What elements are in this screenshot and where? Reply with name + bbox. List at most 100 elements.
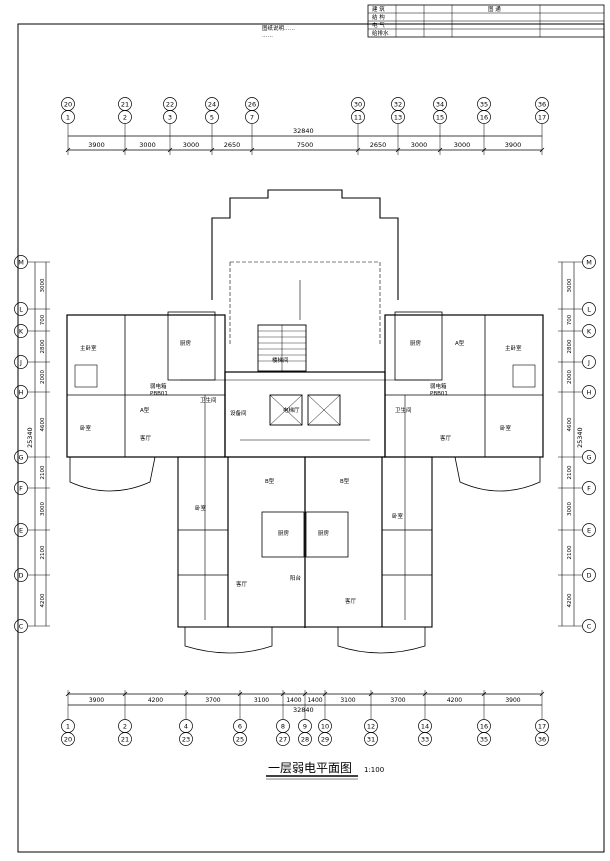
bottom-dim-seg-0: 3900 xyxy=(89,697,104,704)
top-axis-6-lower-label: 13 xyxy=(394,113,402,121)
bottom-axis-10-lower-label: 36 xyxy=(538,735,546,743)
bottom-dim-seg-6: 3100 xyxy=(340,697,355,704)
top-axis-7-upper-label: 34 xyxy=(436,100,444,108)
room-bedroom-b-right: 卧室 xyxy=(392,512,404,520)
top-axis-4-upper: 26 xyxy=(245,97,259,111)
bottom-overall-dim: 32840 xyxy=(293,706,314,714)
wing-left-lower xyxy=(177,456,229,628)
bottom-dim-seg-2: 3700 xyxy=(205,697,220,704)
room-bedroom-b-left: 卧室 xyxy=(195,504,207,512)
top-dim-seg-0: 3900 xyxy=(88,141,105,149)
top-axis-3-upper: 24 xyxy=(205,97,219,111)
bottom-axis-5-upper: 9 xyxy=(298,719,312,733)
lift-shaft-2 xyxy=(307,394,341,426)
bottom-axis-6-lower: 29 xyxy=(318,732,332,746)
room-kitchen-b-right: 厨房 xyxy=(318,529,330,537)
panel-left-id: PBB01 xyxy=(150,391,168,397)
left-axis-M: M xyxy=(14,255,28,269)
room-lift-hall: 电梯厅 xyxy=(283,406,300,414)
right-dim-seg-4: 4600 xyxy=(567,417,573,431)
top-axis-3-lower: 5 xyxy=(205,110,219,124)
bottom-dim-seg-8: 4200 xyxy=(447,697,462,704)
top-axis-4-upper-label: 26 xyxy=(248,100,256,108)
bottom-axis-5-lower-label: 28 xyxy=(301,735,309,743)
drawing-title-block: 一层弱电平面图 1:100 xyxy=(266,761,384,780)
drawing-scale: 1:100 xyxy=(364,766,384,774)
top-axis-8-lower-label: 16 xyxy=(480,113,488,121)
right-dim-seg-6: 3000 xyxy=(567,502,573,516)
top-axis-1-upper-label: 21 xyxy=(121,100,129,108)
title-block: 建 筑 结 构 电 气 给排水 图 通 图纸说明…… …… xyxy=(262,4,605,39)
left-axis-H-label: H xyxy=(19,388,24,396)
box-right-label: 弱电箱 xyxy=(430,382,447,390)
top-axis-0-upper-label: 20 xyxy=(64,100,72,108)
top-dim-seg-5: 2650 xyxy=(370,141,387,149)
right-axis-J: J xyxy=(582,355,596,369)
top-axis-8-upper: 35 xyxy=(477,97,491,111)
title-row-1-col4: 图 通 xyxy=(488,5,501,13)
bottom-axis-2-lower-label: 23 xyxy=(182,735,190,743)
left-axis-K: K xyxy=(14,324,28,338)
left-axis-D-label: D xyxy=(18,571,23,579)
bottom-axis-6-lower-label: 29 xyxy=(321,735,329,743)
top-axis-9-upper-label: 36 xyxy=(538,100,546,108)
left-axis-F-label: F xyxy=(19,484,23,492)
bottom-dim-seg-1: 4200 xyxy=(148,697,163,704)
bottom-axis-0-upper: 1 xyxy=(61,719,75,733)
left-dim-seg-0: 3000 xyxy=(40,278,46,292)
bottom-axis-3-upper: 6 xyxy=(233,719,247,733)
right-dim-seg-5: 2100 xyxy=(567,465,573,479)
bottom-dim-seg-4: 1400 xyxy=(286,697,301,704)
top-axis-3-upper-label: 24 xyxy=(208,100,216,108)
room-bedroom-right: 卧室 xyxy=(500,424,512,432)
top-axis-2-upper-label: 22 xyxy=(166,100,174,108)
right-dimensions: 25340 3000700280020004600210030002100420… xyxy=(561,262,584,626)
right-dim-seg-3: 2000 xyxy=(567,370,573,384)
bottom-axis-2-upper: 4 xyxy=(179,719,193,733)
room-kitchen-right: 厨房 xyxy=(410,339,422,347)
top-axis-0-lower: 1 xyxy=(61,110,75,124)
right-dim-seg-7: 2100 xyxy=(567,545,573,559)
right-dim-seg-1: 700 xyxy=(567,314,573,325)
right-axis-C-label: C xyxy=(587,622,592,630)
top-dim-seg-6: 3000 xyxy=(411,141,428,149)
room-kitchen-left: 厨房 xyxy=(180,339,192,347)
room-living-right: 客厅 xyxy=(440,434,452,442)
bottom-axis-2-upper-label: 4 xyxy=(184,722,188,730)
bottom-axis-6-upper-label: 10 xyxy=(321,722,329,730)
top-axis-4-lower-label: 7 xyxy=(250,113,254,121)
top-axis-7-lower-label: 15 xyxy=(436,113,444,121)
bottom-axis-9-upper-label: 16 xyxy=(480,722,488,730)
room-toilet-left: 卫生间 xyxy=(200,396,217,404)
drawing-frame xyxy=(17,23,605,853)
right-dim-seg-8: 4200 xyxy=(567,593,573,607)
top-axis-2-lower: 3 xyxy=(163,110,177,124)
top-dim-seg-2: 3000 xyxy=(183,141,200,149)
left-axis-C-label: C xyxy=(19,622,24,630)
top-axis-6-upper-label: 32 xyxy=(394,100,402,108)
bottom-axis-9-lower: 35 xyxy=(477,732,491,746)
right-overall-dim: 25340 xyxy=(576,427,584,448)
room-stair: 楼梯间 xyxy=(272,356,289,364)
top-axis-5-lower-label: 11 xyxy=(354,113,362,121)
bottom-axis-0-upper-label: 1 xyxy=(66,722,70,730)
title-row-2-label: 结 构 xyxy=(372,13,385,21)
top-dim-seg-1: 3000 xyxy=(139,141,156,149)
bottom-axis-2-lower: 23 xyxy=(179,732,193,746)
left-axis-E: E xyxy=(14,523,28,537)
room-type-b-right: B型 xyxy=(340,477,350,485)
right-axis-C: C xyxy=(582,619,596,633)
room-mech: 设备间 xyxy=(230,409,247,417)
top-axis-5-lower: 11 xyxy=(351,110,365,124)
bottom-axis-1-lower: 21 xyxy=(118,732,132,746)
right-axis-M: M xyxy=(582,255,596,269)
top-axis-1-lower: 2 xyxy=(118,110,132,124)
top-dim-seg-3: 2650 xyxy=(224,141,241,149)
wing-left-upper xyxy=(66,314,226,458)
left-axis-F: F xyxy=(14,481,28,495)
bottom-axis-5-lower: 28 xyxy=(298,732,312,746)
bottom-dim-seg-7: 3700 xyxy=(390,697,405,704)
left-dim-seg-5: 2100 xyxy=(40,465,46,479)
